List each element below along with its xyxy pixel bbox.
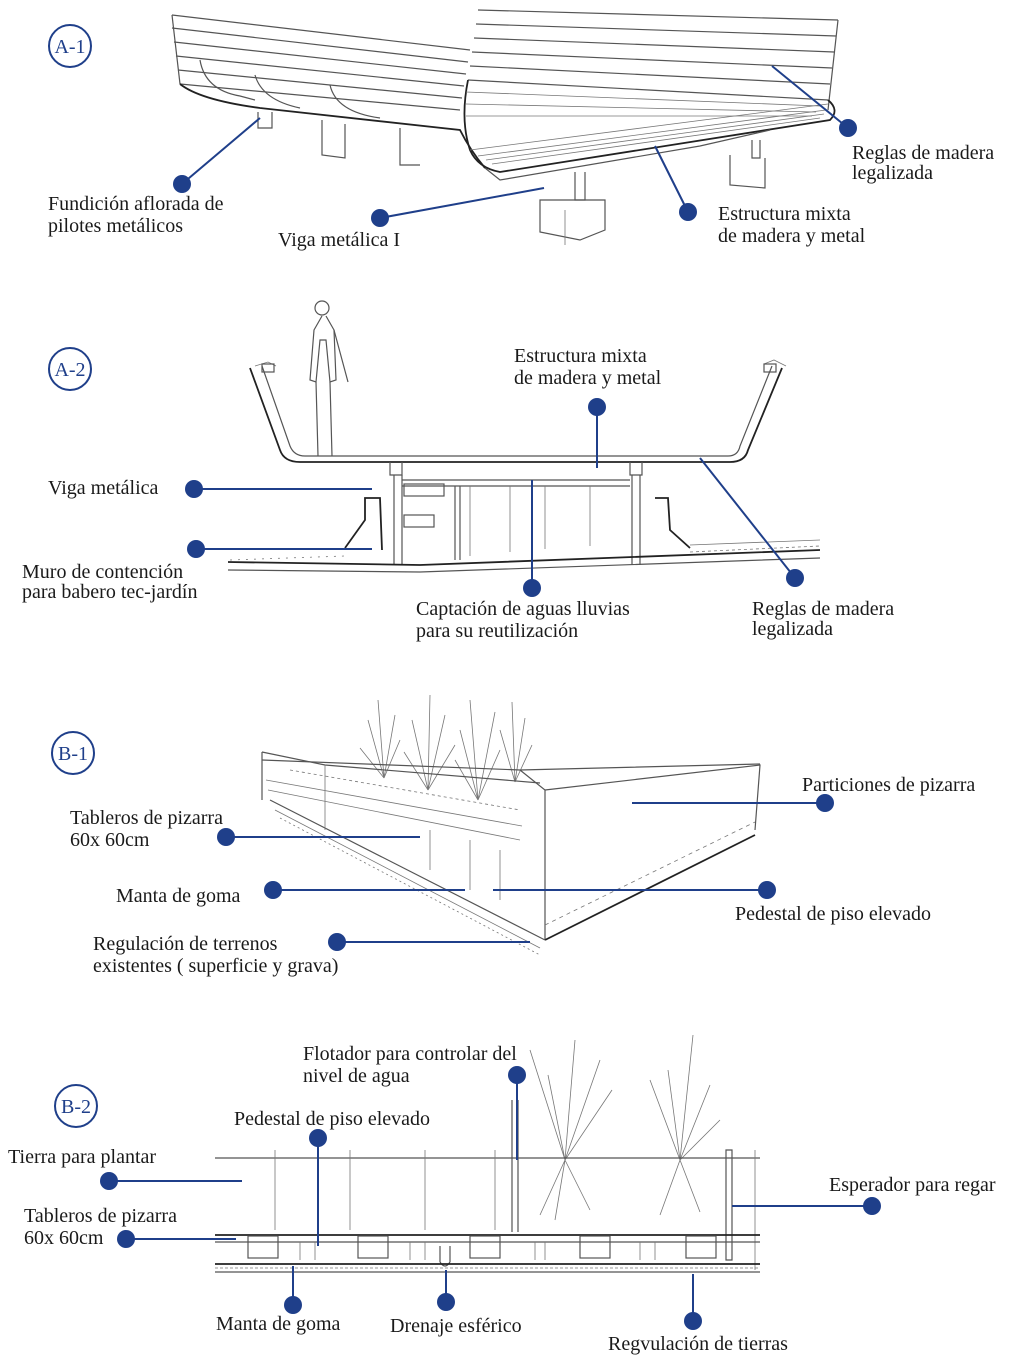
b2-callout-pedestal: Pedestal de piso elevado (234, 1108, 430, 1246)
a2-label-viga: Viga metálica (48, 477, 159, 499)
b1-callout-tableros: Tableros de pizarra 60x 60cm (70, 807, 420, 851)
a1-label-viga: Viga metálica I (278, 229, 400, 251)
a2-badge-text: A-2 (54, 359, 85, 381)
a1-label-reglas-line1: Reglas de madera (852, 142, 994, 164)
a2-label-captacion-line1: Captación de aguas lluvias (416, 598, 630, 620)
a2-label-muro-line1: Muro de contención (22, 561, 183, 583)
b1-callout-pedestal: Pedestal de piso elevado (493, 881, 931, 925)
b2-label-esperador: Esperador para regar (829, 1174, 996, 1196)
a1-label-reglas-line2: legalizada (852, 162, 933, 184)
b2-callout-tierra: Tierra para plantar (8, 1146, 242, 1190)
a2-callout-estructura: Estructura mixta de madera y metal (514, 345, 662, 468)
a1-label-fundicion-line2: pilotes metálicos (48, 215, 183, 237)
b2-label-drenaje: Drenaje esférico (390, 1315, 522, 1337)
b2-label-tableros-line2: 60x 60cm (24, 1227, 104, 1249)
a2-callout-muro: Muro de contención para babero tec-jardí… (22, 540, 372, 603)
b2-callout-flotador: Flotador para controlar del nivel de agu… (303, 1043, 526, 1160)
section-b1: B-1 Particiones de pizarra Tableros de p… (51, 694, 975, 977)
b2-label-regvulacion: Regvulación de tierras (608, 1333, 788, 1355)
a2-callout-captacion: Captación de aguas lluvias para su reuti… (416, 480, 630, 642)
a1-label-estructura-line1: Estructura mixta (718, 203, 851, 225)
b2-callout-drenaje: Drenaje esférico (390, 1270, 522, 1337)
a2-label-captacion-line2: para su reutilización (416, 620, 578, 642)
b1-label-regulacion-line1: Regulación de terrenos (93, 933, 278, 955)
a2-person-figure (309, 300, 349, 457)
b1-label-regulacion-line2: existentes ( superficie y grava) (93, 955, 338, 977)
b2-label-flotador-line1: Flotador para controlar del (303, 1043, 517, 1065)
a2-label-reglas-line2: legalizada (752, 618, 833, 640)
a2-section-drawing (227, 300, 821, 573)
a1-label-fundicion-line1: Fundición aflorada de (48, 193, 224, 215)
a2-label-estructura-line2: de madera y metal (514, 367, 662, 389)
b2-callout-regvulacion: Regvulación de tierras (608, 1274, 788, 1355)
b2-callout-tableros: Tableros de pizarra 60x 60cm (24, 1205, 236, 1249)
a1-bench-drawing (171, 9, 839, 245)
b1-callout-regulacion: Regulación de terrenos existentes ( supe… (93, 933, 530, 977)
a2-label-estructura-line1: Estructura mixta (514, 345, 647, 367)
b2-badge-text: B-2 (61, 1096, 91, 1118)
b1-label-tableros-line2: 60x 60cm (70, 829, 150, 851)
b2-label-tierra: Tierra para plantar (8, 1146, 156, 1168)
b1-label-tableros-line1: Tableros de pizarra (70, 807, 223, 829)
section-b2: B-2 Flotador para controlar del nivel de… (8, 1034, 996, 1355)
b1-label-pedestal: Pedestal de piso elevado (735, 903, 931, 925)
a1-label-estructura-line2: de madera y metal (718, 225, 866, 247)
a1-callout-reglas: Reglas de madera legalizada (771, 65, 994, 184)
b1-callout-manta: Manta de goma (116, 881, 465, 907)
b2-label-manta: Manta de goma (216, 1313, 341, 1335)
a1-badge-text: A-1 (54, 36, 85, 58)
b1-badge: B-1 (51, 731, 95, 775)
b2-callout-esperador: Esperador para regar (732, 1174, 996, 1215)
a2-callout-viga: Viga metálica (48, 477, 372, 499)
b2-callout-manta: Manta de goma (216, 1266, 341, 1335)
b1-label-particiones: Particiones de pizarra (802, 774, 975, 796)
b1-label-manta: Manta de goma (116, 885, 241, 907)
a2-badge: A-2 (48, 347, 92, 391)
b2-label-flotador-line2: nivel de agua (303, 1065, 410, 1087)
b2-section-drawing (215, 1034, 760, 1273)
a1-callout-fundicion: Fundición aflorada de pilotes metálicos (48, 117, 261, 237)
a2-label-reglas-line1: Reglas de madera (752, 598, 894, 620)
b1-callout-particiones: Particiones de pizarra (632, 774, 975, 812)
b1-planter-drawing (261, 694, 761, 956)
b2-label-tableros-line1: Tableros de pizarra (24, 1205, 177, 1227)
a1-callout-viga: Viga metálica I (278, 187, 545, 251)
b2-label-pedestal: Pedestal de piso elevado (234, 1108, 430, 1130)
a1-callout-estructura: Estructura mixta de madera y metal (654, 145, 866, 247)
b2-badge: B-2 (54, 1084, 98, 1128)
a2-callout-reglas: Reglas de madera legalizada (699, 457, 894, 640)
a1-badge: A-1 (48, 24, 92, 68)
a2-label-muro-line2: para babero tec-jardín (22, 581, 197, 603)
section-a1: A-1 Reglas de madera legalizada Fundició… (48, 9, 994, 251)
section-a2: A-2 Estructura mixta de madera y metal V… (22, 300, 894, 642)
b1-badge-text: B-1 (58, 743, 88, 765)
